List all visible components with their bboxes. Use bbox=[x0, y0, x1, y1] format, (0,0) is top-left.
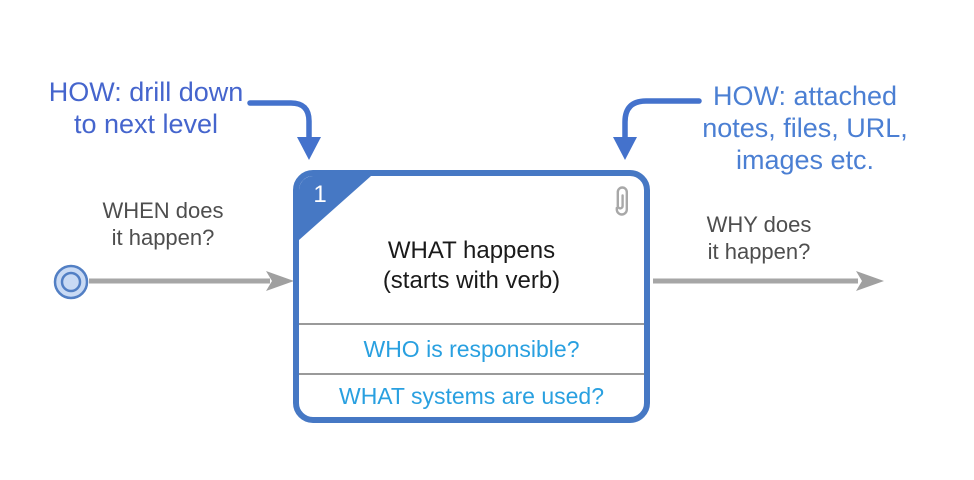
why-label-line: WHY does bbox=[706, 212, 812, 237]
annotation-drill-down: HOW: drill down to next level bbox=[25, 76, 267, 140]
annotation-line: notes, files, URL, bbox=[702, 113, 908, 143]
row-divider bbox=[299, 373, 644, 375]
outgoing-arrowhead bbox=[856, 271, 884, 291]
process-node[interactable]: 1 WHAT happens (starts with verb) WHO is… bbox=[293, 170, 650, 423]
drill-down-connector-head bbox=[297, 137, 321, 160]
when-label: WHEN does it happen? bbox=[90, 197, 236, 251]
systems-row[interactable]: WHAT systems are used? bbox=[299, 375, 644, 417]
attachment-connector-head bbox=[613, 137, 637, 160]
who-row-label: WHO is responsible? bbox=[363, 335, 580, 362]
start-node-inner-ring bbox=[60, 271, 82, 293]
why-label: WHY does it happen? bbox=[686, 211, 832, 265]
outgoing-flow-arrow bbox=[653, 271, 884, 291]
node-title: WHAT happens (starts with verb) bbox=[299, 236, 644, 296]
when-label-line: it happen? bbox=[111, 225, 215, 250]
incoming-arrowhead bbox=[266, 271, 294, 291]
row-divider bbox=[299, 323, 644, 325]
node-title-line: (starts with verb) bbox=[382, 267, 561, 294]
annotation-line: HOW: attached bbox=[712, 81, 898, 111]
paperclip-icon[interactable] bbox=[611, 183, 633, 221]
when-label-line: WHEN does bbox=[102, 198, 224, 223]
node-number-badge: 1 bbox=[313, 181, 327, 208]
who-row[interactable]: WHO is responsible? bbox=[299, 325, 644, 373]
why-label-line: it happen? bbox=[707, 239, 811, 264]
start-node-outer-circle bbox=[53, 264, 89, 300]
annotation-line: HOW: drill down bbox=[48, 77, 244, 107]
incoming-flow-arrow bbox=[89, 271, 294, 291]
annotation-attachments: HOW: attached notes, files, URL, images … bbox=[688, 80, 922, 176]
annotation-line: images etc. bbox=[735, 145, 875, 175]
node-title-line: WHAT happens bbox=[387, 237, 556, 264]
start-node-icon[interactable] bbox=[53, 264, 89, 300]
folded-corner-shape bbox=[299, 176, 371, 240]
folded-corner-icon[interactable] bbox=[299, 176, 371, 240]
attachment-connector-arrow bbox=[613, 98, 702, 160]
systems-row-label: WHAT systems are used? bbox=[338, 382, 604, 409]
annotation-line: to next level bbox=[73, 109, 219, 139]
paperclip-shape bbox=[615, 186, 628, 216]
